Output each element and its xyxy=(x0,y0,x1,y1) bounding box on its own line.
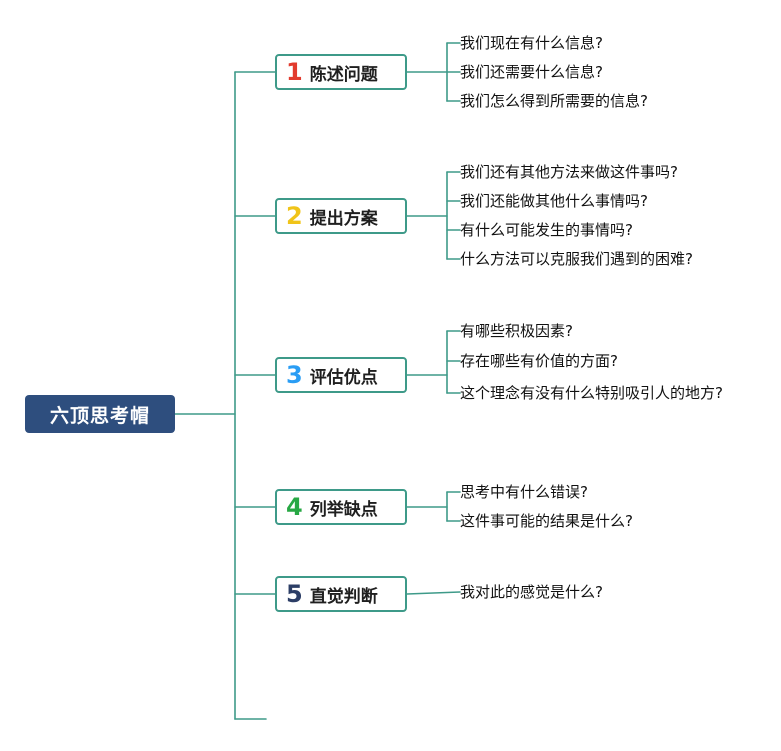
branch-node-1[interactable]: 1 陈述问题 xyxy=(275,54,407,90)
leaf-node[interactable]: 存在哪些有价值的方面? xyxy=(460,352,618,370)
branch-number: 3 xyxy=(286,361,303,389)
leaf-node[interactable]: 有哪些积极因素? xyxy=(460,322,573,340)
leaf-node[interactable]: 这个理念有没有什么特别吸引人的地方? xyxy=(460,384,723,402)
branch-label: 直觉判断 xyxy=(309,586,378,607)
leaf-node[interactable]: 有什么可能发生的事情吗? xyxy=(460,221,633,239)
branch-node-2[interactable]: 2 提出方案 xyxy=(275,198,407,234)
leaf-node[interactable]: 我对此的感觉是什么? xyxy=(460,583,603,601)
leaf-node[interactable]: 我们怎么得到所需要的信息? xyxy=(460,92,648,110)
root-node[interactable]: 六顶思考帽 xyxy=(25,395,175,433)
connector-line xyxy=(406,591,461,595)
leaf-node[interactable]: 这件事可能的结果是什么? xyxy=(460,512,633,530)
leaf-node[interactable]: 我们还需要什么信息? xyxy=(460,63,603,81)
branch-number: 1 xyxy=(286,58,303,86)
leaf-node[interactable]: 我们现在有什么信息? xyxy=(460,34,603,52)
branch-number: 4 xyxy=(286,493,303,521)
leaf-node[interactable]: 思考中有什么错误? xyxy=(460,483,588,501)
branch-label: 列举缺点 xyxy=(309,499,378,520)
leaf-node[interactable]: 我们还能做其他什么事情吗? xyxy=(460,192,648,210)
branch-label: 提出方案 xyxy=(309,208,378,229)
leaf-node[interactable]: 我们还有其他方法来做这件事吗? xyxy=(460,163,678,181)
branch-node-4[interactable]: 4 列举缺点 xyxy=(275,489,407,525)
branch-label: 陈述问题 xyxy=(309,64,378,85)
leaf-node[interactable]: 什么方法可以克服我们遇到的困难? xyxy=(460,250,693,268)
branch-node-3[interactable]: 3 评估优点 xyxy=(275,357,407,393)
branch-number: 5 xyxy=(286,580,303,608)
branch-label: 评估优点 xyxy=(309,367,378,388)
branch-number: 2 xyxy=(286,202,303,230)
branch-node-5[interactable]: 5 直觉判断 xyxy=(275,576,407,612)
